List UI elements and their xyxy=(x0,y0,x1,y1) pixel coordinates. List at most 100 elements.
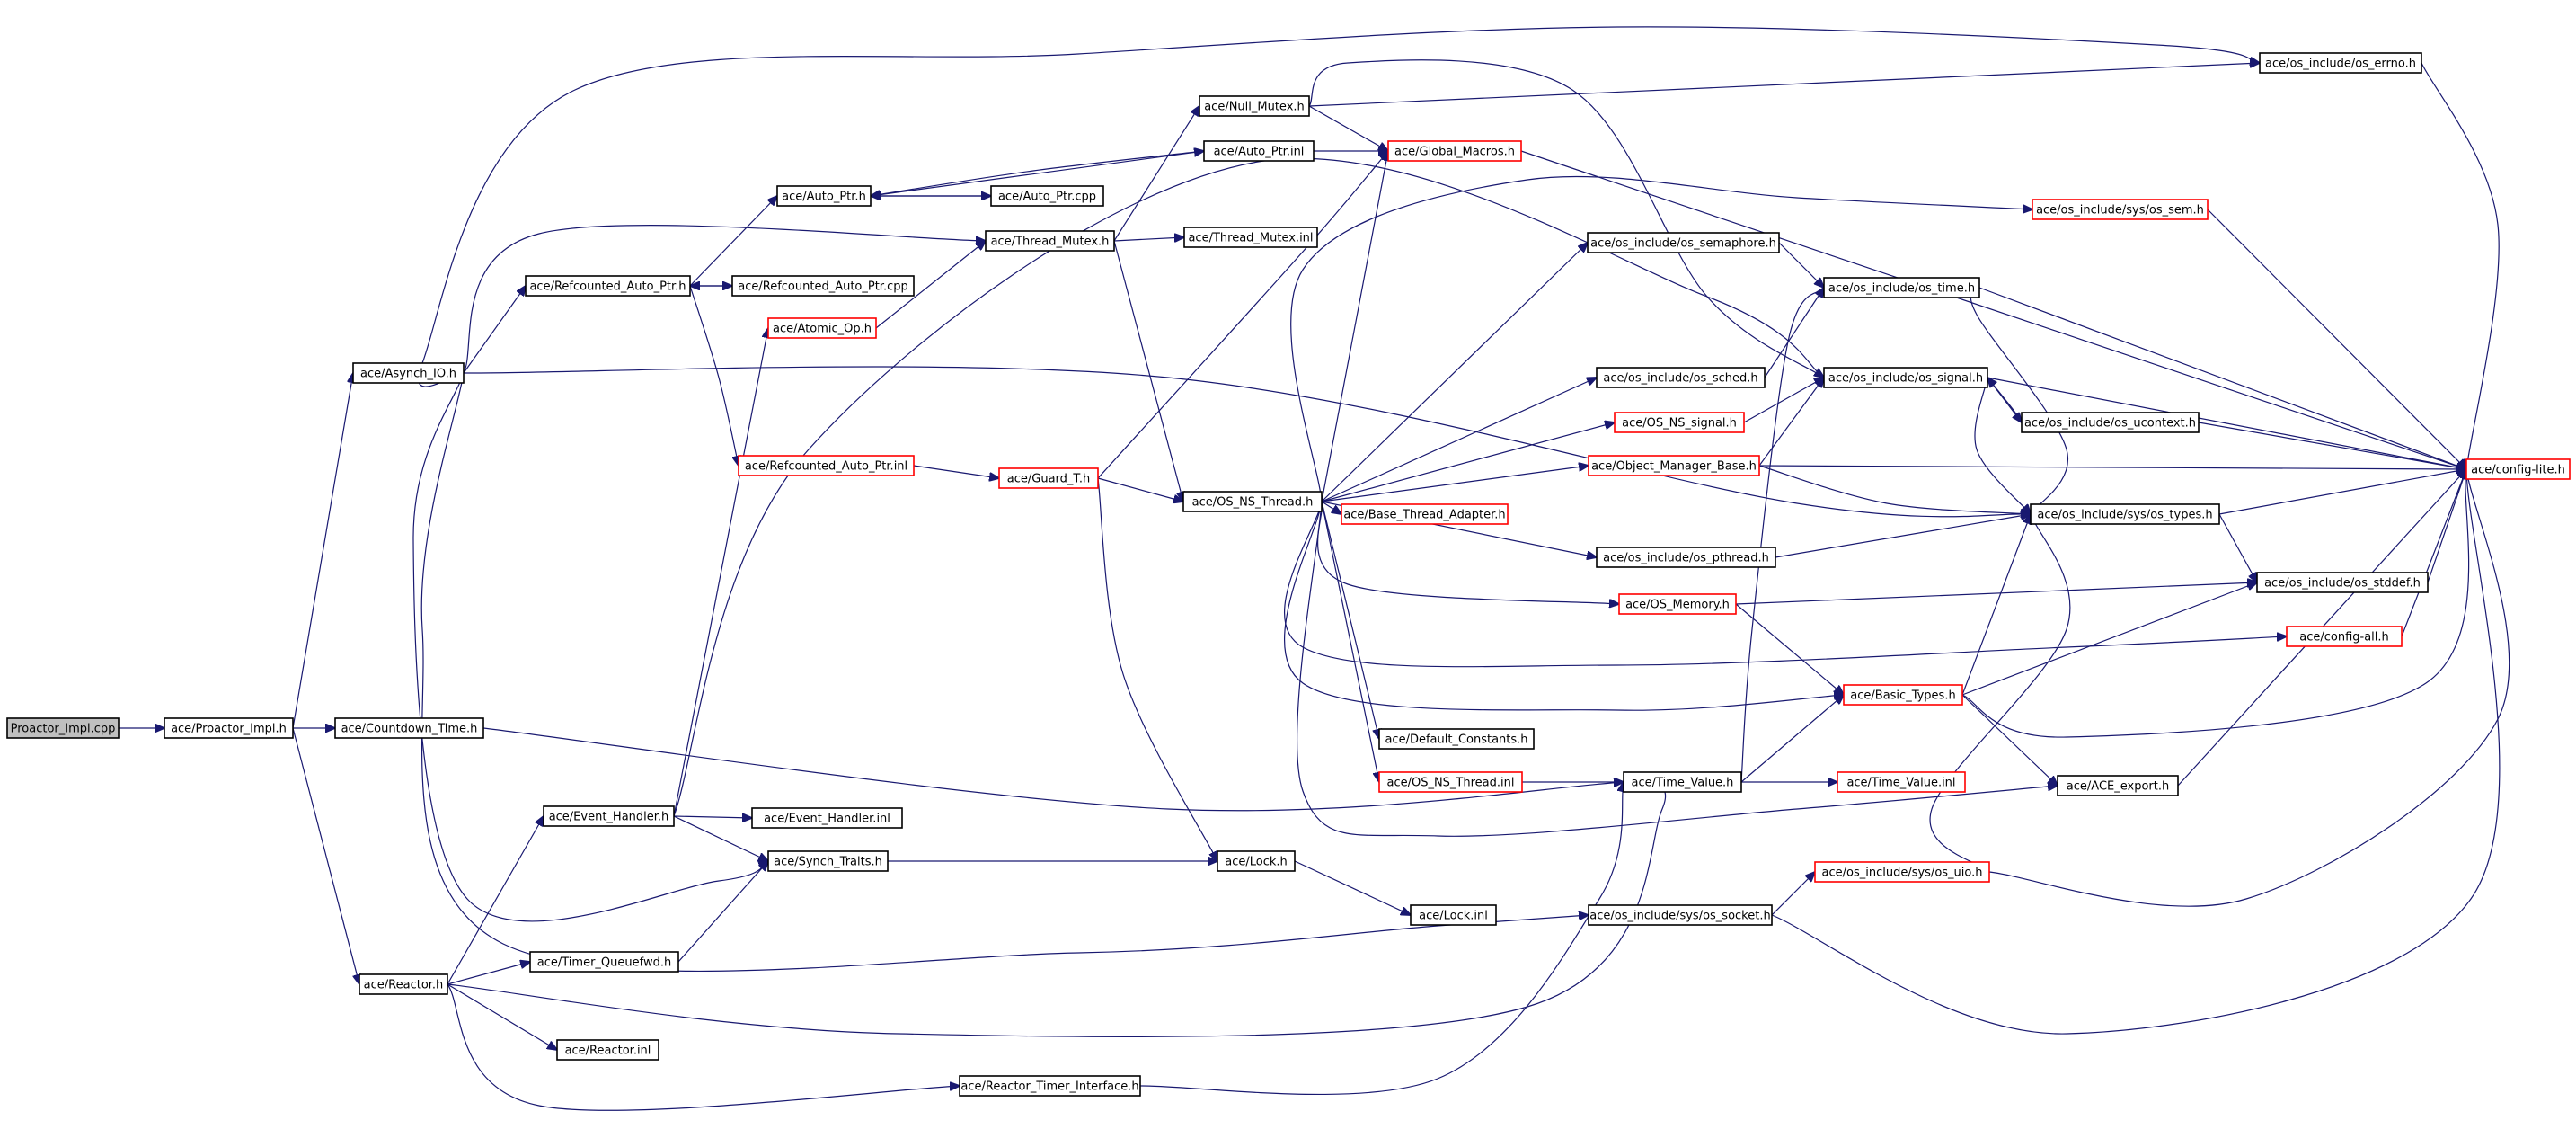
node-label: ace/os_include/sys/os_sem.h xyxy=(2036,204,2204,218)
node-ace-os-ns-thread-inl[interactable]: ace/OS_NS_Thread.inl xyxy=(1378,771,1523,793)
node-box xyxy=(1203,140,1315,162)
node-ace-os-include-os-sched-h[interactable]: ace/os_include/os_sched.h xyxy=(1596,367,1766,388)
edge-ace-os-ns-thread-h-to-ace-os-ns-thread-inl xyxy=(1321,501,1379,782)
node-ace-os-include-os-errno-h[interactable]: ace/os_include/os_errno.h xyxy=(2259,52,2422,74)
node-ace-os-include-sys-os-sem-h[interactable]: ace/os_include/sys/os_sem.h xyxy=(2032,199,2209,220)
node-ace-os-include-sys-os-types-h[interactable]: ace/os_include/sys/os_types.h xyxy=(2030,503,2220,525)
node-ace-time-value-h[interactable]: ace/Time_Value.h xyxy=(1623,771,1742,793)
edge-ace-os-include-os-time-h-to-ace-os-include-sys-os-types-h xyxy=(1970,287,2069,514)
edge-layer xyxy=(119,26,2510,1111)
edge-ace-os-include-os-errno-h-to-ace-config-lite-h xyxy=(2421,62,2500,469)
node-label: ace/OS_NS_Thread.h xyxy=(1192,496,1314,510)
node-ace-os-memory-h[interactable]: ace/OS_Memory.h xyxy=(1618,593,1737,615)
node-ace-refcounted-auto-ptr-cpp[interactable]: ace/Refcounted_Auto_Ptr.cpp xyxy=(731,275,915,297)
edge-ace-guard-t-h-to-ace-os-ns-thread-h xyxy=(1097,477,1183,502)
node-label: ace/os_include/sys/os_uio.h xyxy=(1822,867,1983,880)
node-box xyxy=(1596,367,1766,388)
node-ace-os-ns-signal-h[interactable]: ace/OS_NS_signal.h xyxy=(1614,412,1745,433)
node-ace-object-manager-base-h[interactable]: ace/Object_Manager_Base.h xyxy=(1588,455,1760,476)
node-label: ace/Reactor.inl xyxy=(565,1045,651,1058)
node-ace-reactor-timer-interface-h[interactable]: ace/Reactor_Timer_Interface.h xyxy=(959,1075,1141,1097)
node-ace-os-ns-thread-h[interactable]: ace/OS_NS_Thread.h xyxy=(1182,491,1323,512)
edge-ace-object-manager-base-h-to-ace-os-include-os-signal-h xyxy=(1758,378,1824,467)
node-ace-event-handler-inl[interactable]: ace/Event_Handler.inl xyxy=(751,807,903,829)
node-ace-refcounted-auto-ptr-h[interactable]: ace/Refcounted_Auto_Ptr.h xyxy=(525,275,691,297)
node-ace-os-include-os-signal-h[interactable]: ace/os_include/os_signal.h xyxy=(1823,367,1988,388)
edge-ace-os-include-os-pthread-h-to-ace-os-include-sys-os-types-h xyxy=(1775,514,2031,558)
edge-ace-event-handler-h-to-ace-event-handler-inl xyxy=(673,816,752,818)
node-label: ace/Countdown_Time.h xyxy=(341,723,478,736)
node-ace-reactor-h[interactable]: ace/Reactor.h xyxy=(359,973,448,995)
edge-ace-thread-mutex-h-to-ace-null-mutex-h xyxy=(1113,106,1199,242)
node-ace-os-include-os-time-h[interactable]: ace/os_include/os_time.h xyxy=(1823,277,1980,298)
node-ace-os-include-os-semaphore-h[interactable]: ace/os_include/os_semaphore.h xyxy=(1587,232,1780,253)
node-ace-event-handler-h[interactable]: ace/Event_Handler.h xyxy=(543,805,675,827)
node-ace-thread-mutex-h[interactable]: ace/Thread_Mutex.h xyxy=(985,230,1115,252)
edge-ace-refcounted-auto-ptr-h-to-ace-auto-ptr-h xyxy=(689,196,777,287)
node-ace-os-include-os-stddef-h[interactable]: ace/os_include/os_stddef.h xyxy=(2256,572,2429,593)
node-ace-proactor-impl-h[interactable]: ace/Proactor_Impl.h xyxy=(164,717,294,739)
edge-ace-basic-types-h-to-ace-ace-export-h xyxy=(1961,694,2058,786)
node-ace-guard-t-h[interactable]: ace/Guard_T.h xyxy=(998,467,1099,489)
node-label: ace/Event_Handler.h xyxy=(549,811,669,824)
node-ace-os-include-os-ucontext-h[interactable]: ace/os_include/os_ucontext.h xyxy=(2021,412,2200,433)
node-box xyxy=(164,717,294,739)
node-ace-auto-ptr-h[interactable]: ace/Auto_Ptr.h xyxy=(776,185,872,207)
node-ace-os-include-sys-os-uio-h[interactable]: ace/os_include/sys/os_uio.h xyxy=(1814,861,1990,883)
node-ace-countdown-time-h[interactable]: ace/Countdown_Time.h xyxy=(334,717,484,739)
node-ace-lock-h[interactable]: ace/Lock.h xyxy=(1217,850,1296,872)
node-ace-time-value-inl[interactable]: ace/Time_Value.inl xyxy=(1837,771,1966,793)
node-ace-null-mutex-h[interactable]: ace/Null_Mutex.h xyxy=(1199,95,1310,117)
edge-ace-reactor-h-to-ace-reactor-inl xyxy=(447,983,557,1050)
node-ace-ace-export-h[interactable]: ace/ACE_export.h xyxy=(2057,775,2179,796)
edge-ace-lock-h-to-ace-lock-inl xyxy=(1294,860,1411,915)
node-ace-lock-inl[interactable]: ace/Lock.inl xyxy=(1410,904,1497,926)
node-label: ace/Reactor.h xyxy=(364,979,444,992)
node-box xyxy=(731,275,915,297)
node-ace-os-include-sys-os-socket-h[interactable]: ace/os_include/sys/os_socket.h xyxy=(1588,904,1773,926)
node-ace-refcounted-auto-ptr-inl[interactable]: ace/Refcounted_Auto_Ptr.inl xyxy=(738,455,915,476)
node-box xyxy=(2256,572,2429,593)
node-label: ace/Thread_Mutex.h xyxy=(991,236,1110,249)
edge-ace-os-include-os-stddef-h-to-ace-config-lite-h xyxy=(2427,469,2466,583)
node-label: ace/config-all.h xyxy=(2299,631,2389,645)
node-label: ace/Time_Value.h xyxy=(1632,777,1734,790)
node-box xyxy=(1814,861,1990,883)
node-label: ace/Object_Manager_Base.h xyxy=(1591,460,1757,474)
node-ace-atomic-op-h[interactable]: ace/Atomic_Op.h xyxy=(767,317,877,339)
node-box xyxy=(1378,728,1535,750)
edge-ace-os-memory-h-to-ace-basic-types-h xyxy=(1735,603,1844,695)
node-ace-asynch-io-h[interactable]: ace/Asynch_IO.h xyxy=(352,362,465,384)
edge-ace-reactor-timer-interface-h-to-ace-time-value-h xyxy=(1139,782,1624,1096)
node-box xyxy=(1387,140,1522,162)
node-box xyxy=(1823,277,1980,298)
node-ace-base-thread-adapter-h[interactable]: ace/Base_Thread_Adapter.h xyxy=(1341,503,1509,525)
node-box xyxy=(1843,684,1963,706)
node-ace-auto-ptr-inl[interactable]: ace/Auto_Ptr.inl xyxy=(1203,140,1315,162)
node-ace-config-all-h[interactable]: ace/config-all.h xyxy=(2286,626,2403,647)
node-label: ace/Null_Mutex.h xyxy=(1204,101,1305,114)
node-label: ace/Auto_Ptr.inl xyxy=(1214,146,1305,159)
node-label: ace/ACE_export.h xyxy=(2067,780,2169,794)
node-ace-timer-queuefwd-h[interactable]: ace/Timer_Queuefwd.h xyxy=(529,951,679,973)
node-box xyxy=(529,951,679,973)
node-ace-config-lite-h[interactable]: ace/config-lite.h xyxy=(2465,458,2571,480)
edge-ace-config-all-h-to-ace-config-lite-h xyxy=(2401,469,2466,637)
node-ace-synch-traits-h[interactable]: ace/Synch_Traits.h xyxy=(767,850,889,872)
node-proactor-impl-cpp[interactable]: Proactor_Impl.cpp xyxy=(6,717,120,739)
node-ace-auto-ptr-cpp[interactable]: ace/Auto_Ptr.cpp xyxy=(990,185,1104,207)
node-box xyxy=(1623,771,1742,793)
node-box xyxy=(525,275,691,297)
node-ace-default-constants-h[interactable]: ace/Default_Constants.h xyxy=(1378,728,1535,750)
node-label: ace/os_include/sys/os_types.h xyxy=(2037,509,2212,522)
node-ace-basic-types-h[interactable]: ace/Basic_Types.h xyxy=(1843,684,1963,706)
edge-ace-os-include-os-sched-h-to-ace-os-include-os-time-h xyxy=(1764,288,1824,378)
edge-ace-os-ns-thread-h-to-ace-global-macros-h xyxy=(1321,151,1388,502)
node-ace-reactor-inl[interactable]: ace/Reactor.inl xyxy=(556,1039,659,1061)
edge-ace-asynch-io-h-to-ace-os-include-os-errno-h xyxy=(418,26,2260,387)
edge-ace-os-ns-thread-h-to-ace-os-include-sys-os-sem-h xyxy=(1290,175,2032,502)
node-box xyxy=(352,362,465,384)
node-ace-thread-mutex-inl[interactable]: ace/Thread_Mutex.inl xyxy=(1183,227,1318,248)
node-ace-os-include-os-pthread-h[interactable]: ace/os_include/os_pthread.h xyxy=(1596,547,1776,568)
node-ace-global-macros-h[interactable]: ace/Global_Macros.h xyxy=(1387,140,1522,162)
